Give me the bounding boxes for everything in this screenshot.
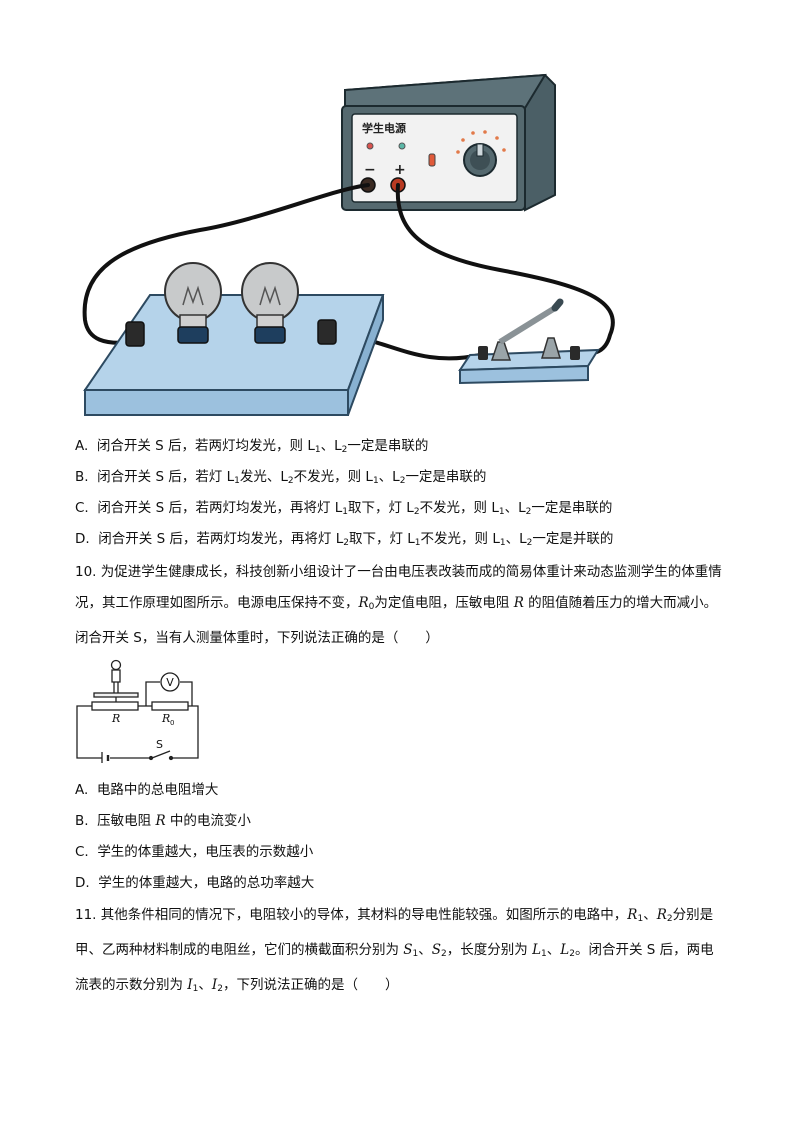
bulb-l2 (241, 262, 299, 344)
resistor-r (91, 701, 139, 711)
option-letter: B. (75, 469, 89, 485)
voltmeter (160, 672, 180, 692)
plus-sign: + (394, 162, 406, 178)
option-letter: C. (75, 500, 89, 516)
resistor-r0 (151, 701, 189, 711)
option-letter: D. (75, 875, 90, 891)
power-supply: 学生电源 − + (341, 73, 556, 212)
option-letter: C. (75, 844, 89, 860)
q9-option-d: D. 闭合开关 S 后，若两灯均发光，再将灯 L2取下，灯 L1不发光，则 L1… (75, 531, 614, 548)
option-letter: A. (75, 438, 89, 454)
q11-stem: 11. 其他条件相同的情况下，电阻较小的导体，其材料的导电性能较强。如图所示的电… (75, 907, 714, 994)
r0-label: R (161, 712, 170, 725)
q10-stem: 10. 为促进学生健康成长，科技创新小组设计了一台由电压表改装而成的简易体重计来… (75, 564, 722, 646)
circuit-illustration: 学生电源 − + (82, 73, 615, 416)
person-head (110, 659, 122, 671)
q9-option-a: A. 闭合开关 S 后，若两灯均发光，则 L1、L2一定是串联的 (75, 438, 429, 455)
question-number: 10. (75, 564, 97, 580)
q9-option-c: C. 闭合开关 S 后，若两灯均发光，再将灯 L1取下，灯 L2不发光，则 L1… (75, 500, 613, 517)
minus-sign: − (364, 162, 376, 178)
option-letter: B. (75, 813, 89, 829)
lamp-board (83, 294, 385, 416)
q9-option-b: B. 闭合开关 S 后，若灯 L1发光、L2不发光，则 L1、L2一定是串联的 (75, 469, 487, 486)
voltmeter-label: V (166, 676, 174, 689)
power-supply-label: 学生电源 (362, 121, 406, 135)
option-letter: D. (75, 531, 90, 547)
q10-option-a: A. 电路中的总电阻增大 (75, 782, 219, 798)
switch-label: S (156, 738, 163, 751)
option-letter: A. (75, 782, 89, 798)
q10-option-c: C. 学生的体重越大，电压表的示数越小 (75, 844, 314, 860)
knife-switch (458, 298, 600, 385)
bulb-l1 (164, 262, 222, 344)
q10-option-b: B. 压敏电阻 R 中的电流变小 (75, 813, 251, 829)
weight-scale-circuit-diagram: V R R 0 S (76, 659, 199, 763)
q10-option-d: D. 学生的体重越大，电路的总功率越大 (75, 875, 315, 891)
question-number: 11. (75, 907, 97, 923)
r0-subscript: 0 (170, 719, 174, 727)
r-label: R (111, 712, 120, 725)
